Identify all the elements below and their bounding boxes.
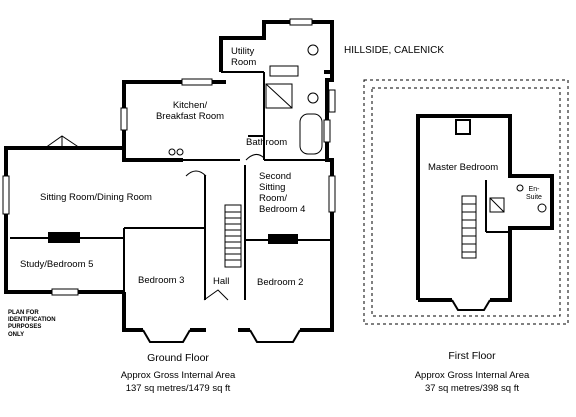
- bedroom-3-label: Bedroom 3: [138, 275, 185, 286]
- first-floor-area-label: Approx Gross Internal Area: [414, 370, 530, 381]
- first-floor-caption: First Floor: [448, 350, 496, 362]
- ground-floor-area-value: 137 sq metres/1479 sq ft: [125, 383, 231, 394]
- utility-room-label: Utility Room: [231, 46, 257, 68]
- property-title: HILLSIDE, CALENICK: [344, 45, 445, 56]
- ground-floor-area-label: Approx Gross Internal Area: [120, 370, 236, 381]
- first-floor-area-value: 37 sq metres/398 sq ft: [425, 383, 519, 394]
- hall-label: Hall: [213, 276, 230, 287]
- bathroom-label: Bathroom: [246, 137, 288, 148]
- identification-note: PLAN FOR IDENTIFICATION PURPOSES ONLY: [8, 310, 56, 338]
- sitting-dining-label: Sitting Room/Dining Room: [40, 192, 152, 203]
- first-floor-plan: [363, 79, 569, 325]
- study-label: Study/Bedroom 5: [20, 259, 94, 270]
- ensuite-label: En- Suite: [526, 186, 542, 201]
- kitchen-label: Kitchen/ Breakfast Room: [155, 100, 225, 122]
- second-sitting-label: Second Sitting Room/ Bedroom 4: [259, 171, 306, 215]
- ground-floor-plan: [2, 18, 336, 343]
- ground-floor-caption: Ground Floor: [147, 352, 209, 364]
- master-bedroom-label: Master Bedroom: [428, 162, 499, 173]
- bedroom-2-label: Bedroom 2: [257, 277, 304, 288]
